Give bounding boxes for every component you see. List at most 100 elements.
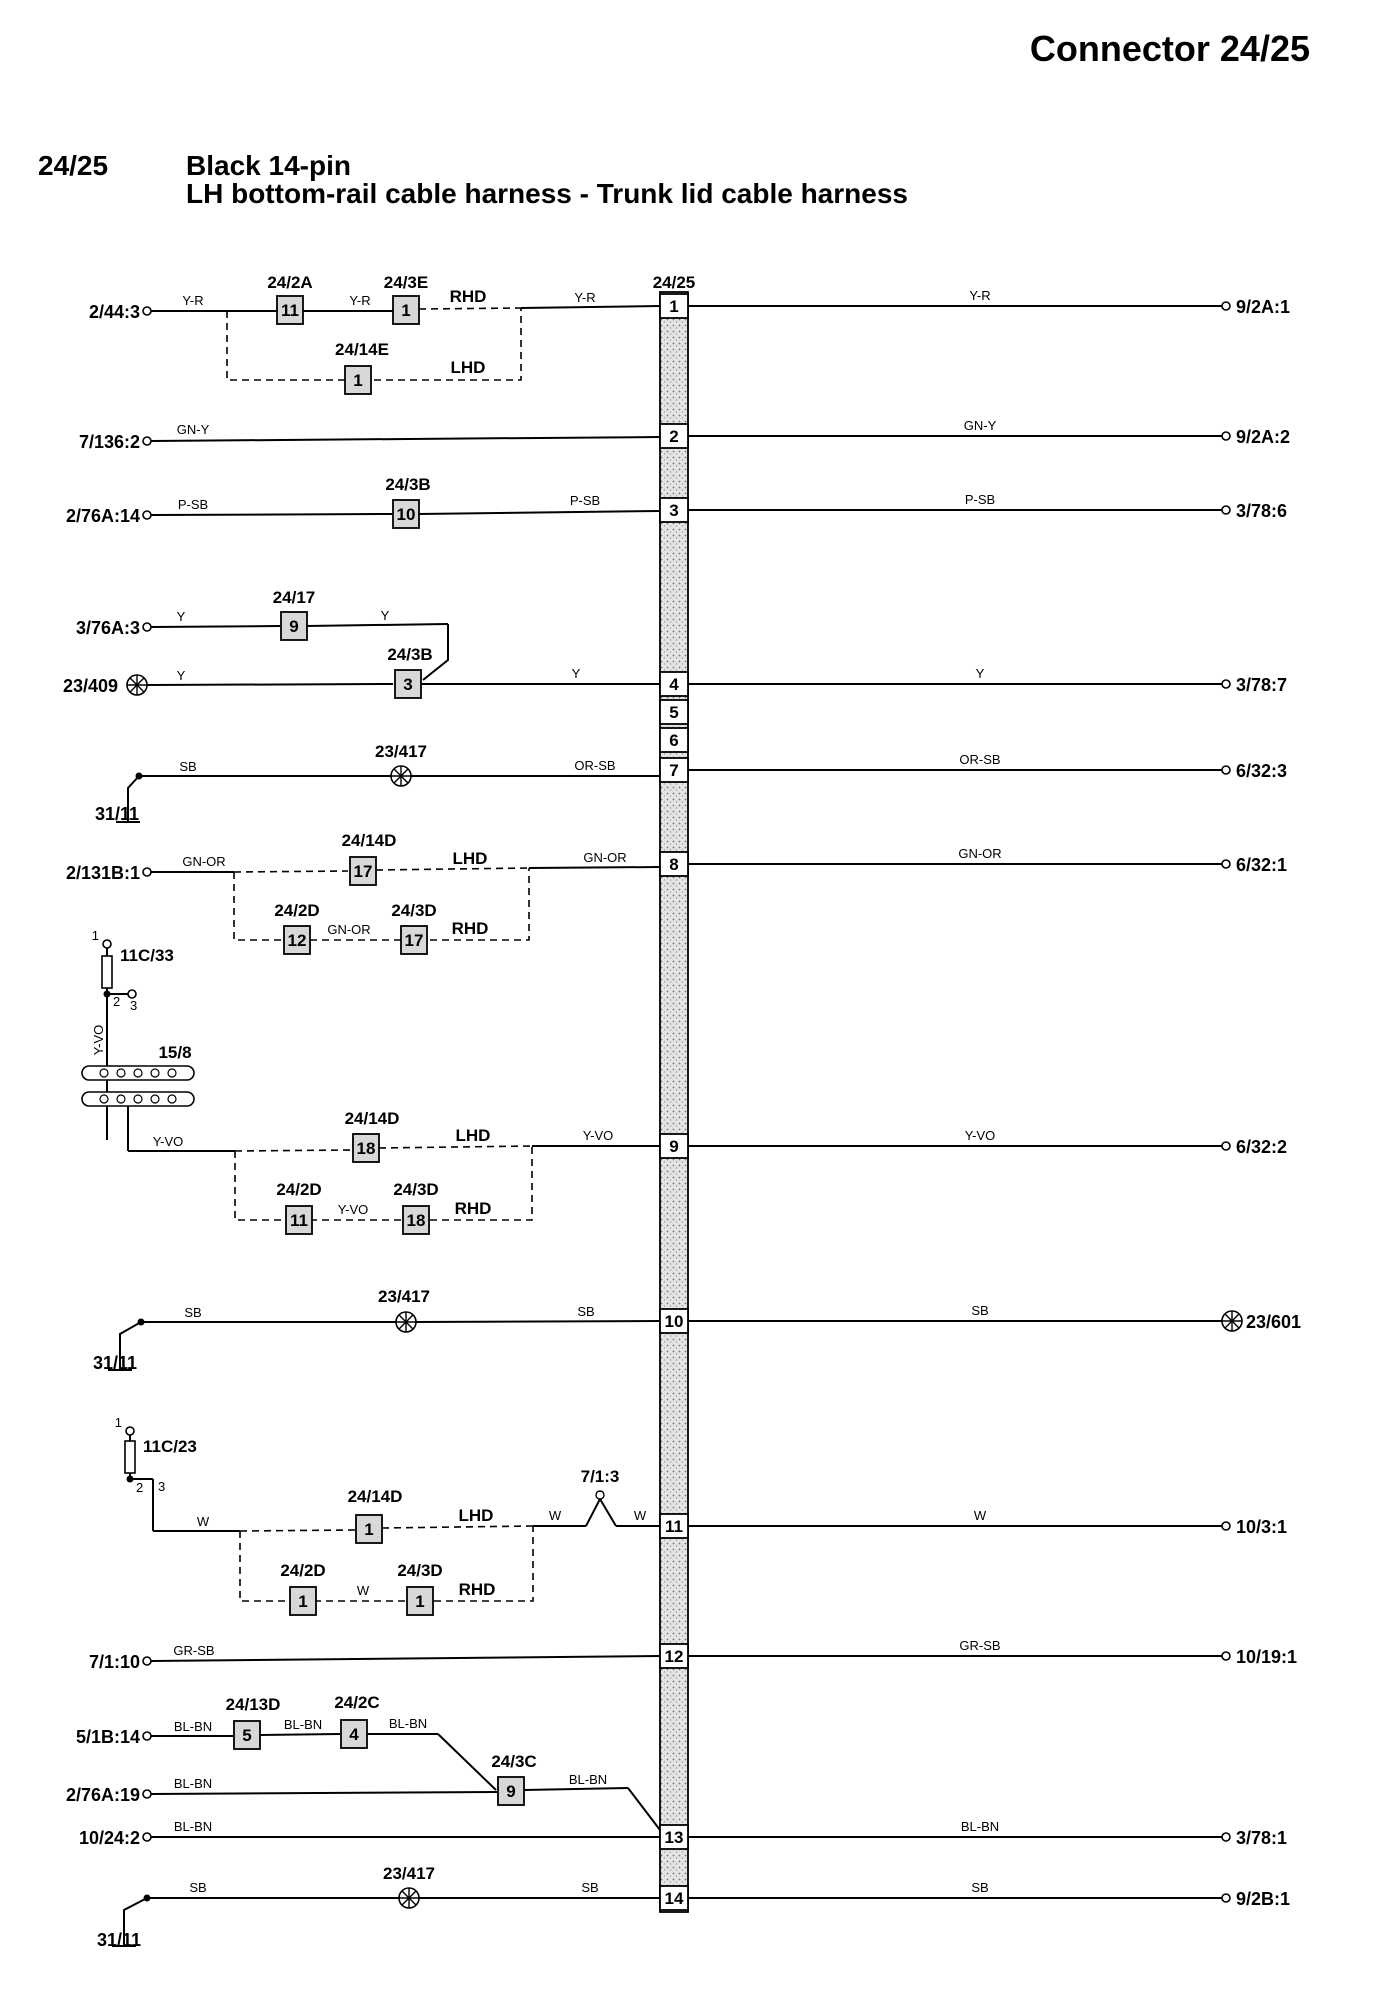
component-label: 24/3D: [391, 901, 436, 920]
wire-color-label: SB: [577, 1304, 594, 1319]
terminal-circle: [1221, 1893, 1231, 1903]
component-label: 24/2C: [334, 1693, 379, 1712]
right-endpoint: 3/78:6: [1236, 501, 1287, 521]
dashed-wire: [233, 870, 349, 873]
wire-color-label: SB: [971, 1303, 988, 1318]
ground-label: 31/11: [97, 1930, 141, 1950]
connector-pin-number: 2: [669, 427, 678, 446]
wire: [306, 623, 449, 627]
variant-label: RHD: [452, 919, 489, 938]
variant-label: LHD: [451, 358, 486, 377]
wire: [259, 1733, 341, 1736]
component-box: [392, 295, 420, 325]
variant-label: RHD: [459, 1580, 496, 1599]
splice-label: 23/417: [375, 742, 427, 761]
wire-color-label: Y-VO: [91, 1025, 106, 1056]
splice-label: 23/417: [378, 1287, 430, 1306]
connector-pin-cell: [659, 727, 689, 753]
component-box: [285, 1205, 313, 1235]
wire-color-label: Y-R: [969, 288, 990, 303]
connector-pin-cell: [659, 497, 689, 523]
wire-color-label: Y: [976, 666, 985, 681]
dashed-wire: [226, 308, 522, 381]
box-pin-number: 17: [354, 862, 373, 881]
box-pin-number: 9: [506, 1782, 515, 1801]
dashed-wire: [381, 1525, 534, 1529]
connector-pin-number: 10: [665, 1312, 684, 1331]
component-label: 24/3D: [393, 1180, 438, 1199]
wire-color-label: BL-BN: [174, 1819, 212, 1834]
wire: [150, 436, 661, 442]
terminal-circle: [1221, 1832, 1231, 1842]
terminal-circle: [142, 510, 152, 520]
wire-color-label: GN-OR: [583, 850, 626, 865]
relay-contact: [133, 1094, 143, 1104]
component-label: 24/3D: [397, 1561, 442, 1580]
wire-color-label: W: [549, 1508, 562, 1523]
wire: [146, 683, 394, 686]
wire-color-label: Y: [572, 666, 581, 681]
relay-contact: [167, 1094, 177, 1104]
connector-pin-cell: [659, 699, 689, 725]
box-pin-number: 17: [405, 931, 424, 950]
component-label: 24/13D: [226, 1695, 281, 1714]
connector-pin-number: 7: [669, 761, 678, 780]
wire: [437, 1733, 497, 1791]
wire-color-label: BL-BN: [284, 1717, 322, 1732]
component-box: [233, 1720, 261, 1750]
component-label: 24/3C: [491, 1752, 536, 1771]
wire-color-label: P-SB: [570, 493, 600, 508]
component-label: 24/14D: [348, 1487, 403, 1506]
terminal-circle: [127, 989, 137, 999]
wire-color-label: BL-BN: [961, 1819, 999, 1834]
wire-color-label: SB: [189, 1880, 206, 1895]
wire-color-label: SB: [184, 1305, 201, 1320]
wire-color-label: BL-BN: [174, 1776, 212, 1791]
terminal-circle: [1221, 1141, 1231, 1151]
wire: [528, 866, 661, 869]
splice-label: 7/1:3: [581, 1467, 620, 1486]
wire-color-label: Y-R: [182, 293, 203, 308]
left-endpoint: 2/76A:14: [66, 506, 140, 526]
component-label: 24/2A: [267, 273, 312, 292]
component-box: [352, 1133, 380, 1163]
connector-pin-number: 8: [669, 855, 678, 874]
box-pin-number: 9: [289, 617, 298, 636]
box-pin-number: 1: [353, 371, 362, 390]
component-box: [344, 365, 372, 395]
fuse-label: 11C/33: [120, 946, 174, 965]
relay-contact: [150, 1068, 160, 1078]
variant-label: RHD: [455, 1199, 492, 1218]
splice-spoke: [129, 677, 145, 693]
connector-id: 24/25: [38, 150, 109, 181]
wire-color-label: GN-OR: [958, 846, 1001, 861]
splice-spoke: [1224, 1313, 1240, 1329]
connector-pin-cell: [659, 851, 689, 877]
wire-color-label: Y-VO: [583, 1128, 614, 1143]
variant-label: RHD: [450, 287, 487, 306]
wire: [150, 513, 393, 516]
component-label: 24/3B: [387, 645, 432, 664]
wire-color-label: SB: [179, 759, 196, 774]
terminal-circle: [1221, 859, 1231, 869]
right-endpoint: 3/78:7: [1236, 675, 1287, 695]
connector-pin-number: 11: [665, 1517, 683, 1536]
dashed-wire: [418, 307, 522, 310]
terminal-circle: [1221, 431, 1231, 441]
component-box: [355, 1514, 383, 1544]
splice-spoke: [393, 768, 409, 784]
terminal-circle: [142, 1789, 152, 1799]
connector-pin-number: 6: [669, 731, 678, 750]
fuse-terminal-number: 2: [113, 994, 120, 1009]
wire-color-label: Y: [177, 668, 186, 683]
left-endpoint: 7/136:2: [79, 432, 140, 452]
right-endpoint: 6/32:1: [1236, 855, 1287, 875]
connector-pin-cell: [659, 293, 689, 319]
connector-pin-number: 14: [665, 1889, 684, 1908]
relay-contact: [133, 1068, 143, 1078]
component-label: 24/2D: [274, 901, 319, 920]
left-endpoint: 7/1:10: [89, 1652, 140, 1672]
connector-pin-number: 12: [665, 1647, 684, 1666]
left-endpoint: 23/409: [63, 676, 118, 696]
